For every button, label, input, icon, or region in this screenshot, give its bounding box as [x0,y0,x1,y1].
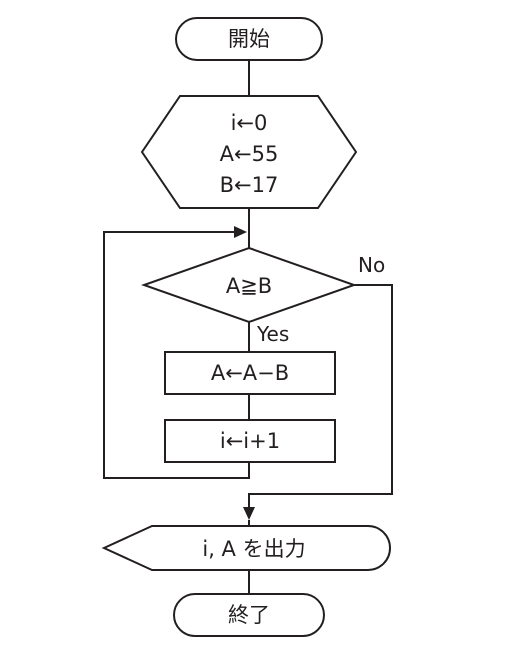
output-label: i, A を出力 [202,537,305,561]
init-line-i: i←0 [231,111,268,135]
process-increment-label: i←i+1 [220,429,280,453]
merge-arrowhead [243,507,255,520]
init-line-b: B←17 [220,173,279,197]
decision-diamond: A≧B [140,246,358,324]
init-line-a: A←55 [220,142,279,166]
start-label: 開始 [228,27,270,51]
no-branch-label: No [358,253,385,277]
process-increment: i←i+1 [164,419,336,463]
end-terminal: 終了 [173,593,325,637]
start-terminal: 開始 [175,17,323,61]
decision-label: A≧B [226,274,272,298]
loop-back-arrowhead [234,226,247,238]
init-preparation: i←0 A←55 B←17 [140,95,358,209]
output-display: i, A を出力 [101,525,391,571]
yes-branch-label: Yes [256,322,289,346]
end-label: 終了 [228,603,270,627]
loop-back-line [103,231,250,479]
process-subtract: A←A−B [164,351,336,395]
process-subtract-label: A←A−B [211,361,289,385]
no-branch-line [248,284,393,508]
